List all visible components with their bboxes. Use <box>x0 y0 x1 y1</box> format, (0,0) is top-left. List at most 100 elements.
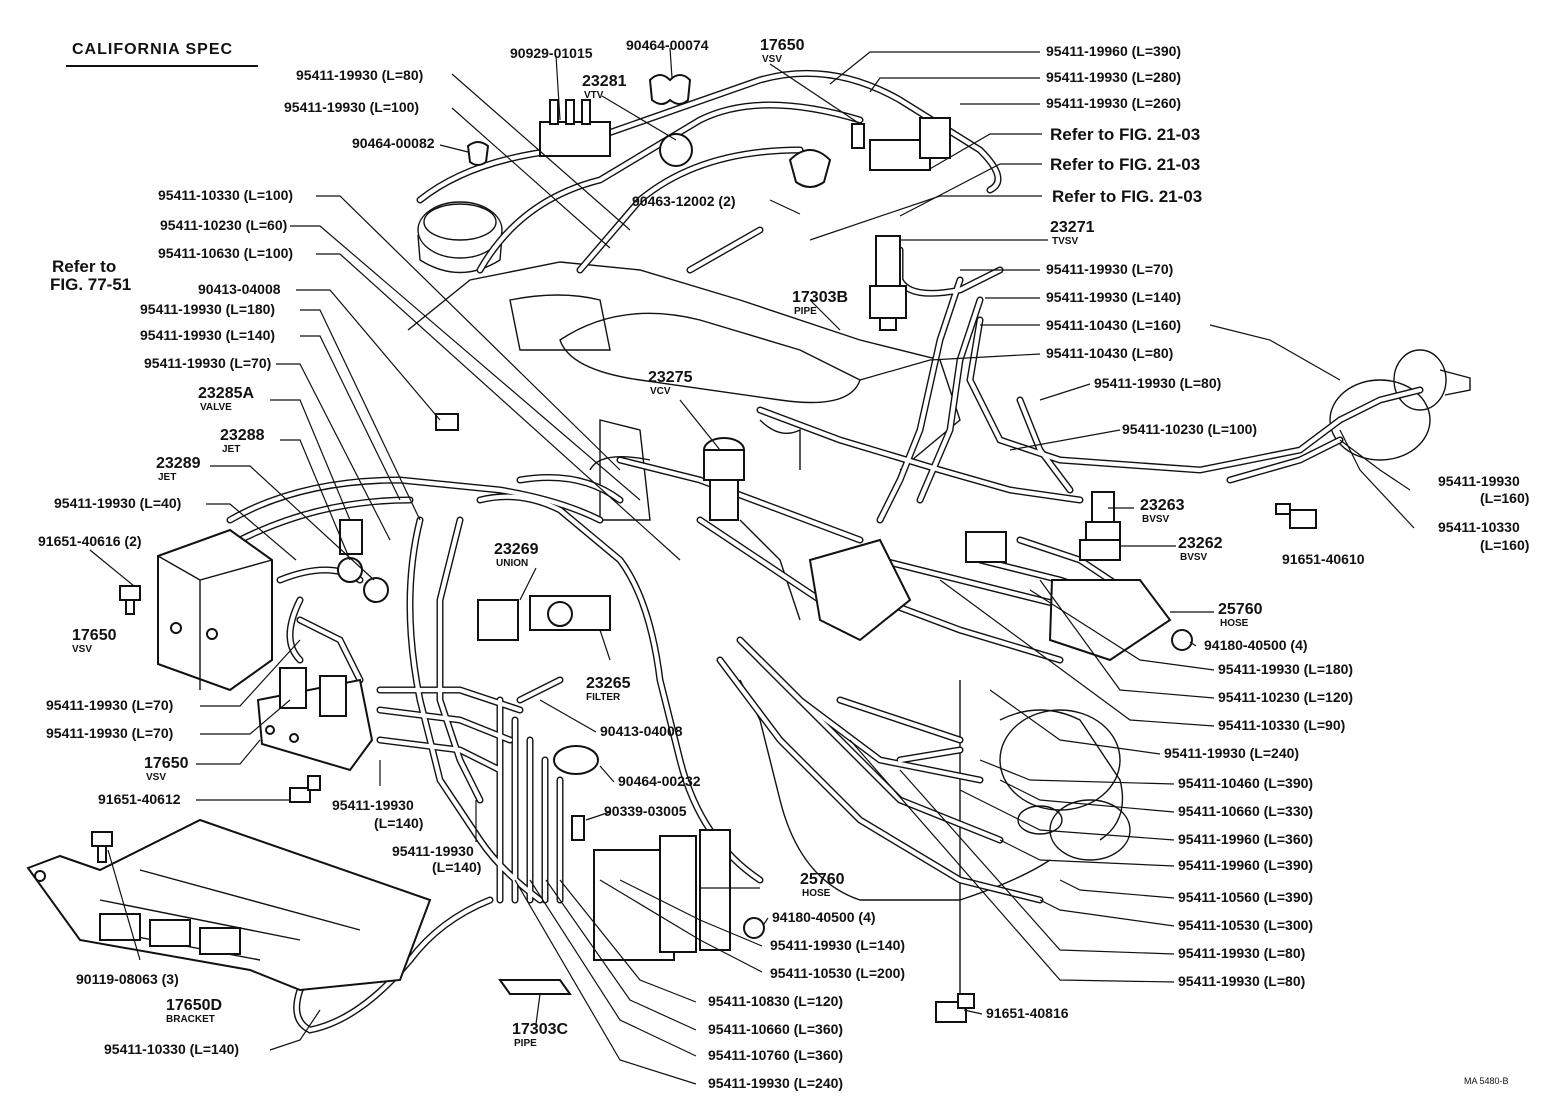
label-center-6: 95411-10830 (L=120) <box>708 993 843 1009</box>
comp-vcv-sub: VCV <box>650 386 671 397</box>
comp-hose-r-sub: HOSE <box>1220 618 1249 629</box>
label-left-2: 95411-10630 (L=100) <box>158 245 293 261</box>
label-right-1: 95411-19930 (L=280) <box>1046 69 1181 85</box>
engine-outline <box>407 201 1471 1000</box>
labels-left: 95411-10330 (L=100) 95411-10230 (L=60) 9… <box>38 187 293 1057</box>
bracket-part <box>26 818 432 992</box>
label-right-16: 95411-10660 (L=330) <box>1178 803 1313 819</box>
comp-pipe-c-sub: PIPE <box>514 1038 537 1049</box>
label-right-18: 95411-19960 (L=390) <box>1178 857 1313 873</box>
comp-bvsv2-sub: BVSV <box>1180 552 1208 563</box>
label-right-17: 95411-19960 (L=360) <box>1178 831 1313 847</box>
label-center-two-0a: 95411-19930 <box>332 797 414 813</box>
comp-bvsv1-sub: BVSV <box>1142 514 1170 525</box>
label-left-7: 95411-19930 (L=40) <box>54 495 181 511</box>
union-filter-part <box>477 595 611 641</box>
comp-vtv-num: 23281 <box>582 73 627 90</box>
component-labels: 17650 VSV 23281 VTV 23271 TVSV 17303B PI… <box>72 37 1263 1049</box>
comp-tvsv-sub: TVSV <box>1052 236 1078 247</box>
vcv-part <box>703 437 745 521</box>
label-left-9: 95411-19930 (L=70) <box>46 697 173 713</box>
labels-right: 95411-19960 (L=390) 95411-19930 (L=280) … <box>986 43 1365 1021</box>
label-right-2: 95411-19930 (L=260) <box>1046 95 1181 111</box>
label-top-5: 90463-12002 (2) <box>632 193 736 209</box>
bvsv1-part <box>1085 491 1121 545</box>
comp-vsv-left2-sub: VSV <box>146 772 166 783</box>
label-right-9: 91651-40610 <box>1282 551 1365 567</box>
label-left-1: 95411-10230 (L=60) <box>160 217 287 233</box>
label-left-8: 91651-40616 (2) <box>38 533 142 549</box>
label-far-right-0b: (L=160) <box>1480 490 1529 506</box>
comp-vsv-top-num: 17650 <box>760 37 805 54</box>
label-right-4: 95411-19930 (L=140) <box>1046 289 1181 305</box>
components <box>26 74 1317 1023</box>
label-top-1: 90464-00074 <box>626 37 709 53</box>
comp-vcv-num: 23275 <box>648 369 693 386</box>
grommet-part <box>571 815 585 841</box>
label-center-5: 95411-10530 (L=200) <box>770 965 905 981</box>
label-left-3: 90413-04008 <box>198 281 281 297</box>
comp-vsv-top-sub: VSV <box>762 54 782 65</box>
comp-valve-sub: VALVE <box>200 402 232 413</box>
comp-vsv-left-num: 17650 <box>72 627 117 644</box>
label-center-3: 94180-40500 (4) <box>772 909 876 925</box>
comp-bvsv1-num: 23263 <box>1140 497 1185 514</box>
clip-90413-part <box>435 413 459 431</box>
bolt-91651-40612 <box>289 775 321 803</box>
clamp-part <box>788 149 832 188</box>
label-right-23: 91651-40816 <box>986 1005 1069 1021</box>
label-center-two-1b: (L=140) <box>432 859 481 875</box>
ref-left-line1: Refer to <box>52 257 116 276</box>
label-right-20: 95411-10530 (L=300) <box>1178 917 1313 933</box>
label-center-0: 90413-04008 <box>600 723 683 739</box>
comp-jet1-sub: JET <box>222 444 240 455</box>
label-right-21: 95411-19930 (L=80) <box>1178 945 1305 961</box>
connector-part <box>539 99 611 157</box>
labels-top: 90929-01015 90464-00074 95411-19930 (L=8… <box>284 37 736 209</box>
label-top-3: 95411-19930 (L=100) <box>284 99 419 115</box>
label-right-15: 95411-10460 (L=390) <box>1178 775 1313 791</box>
ref-fig-2: Refer to FIG. 21-03 <box>1050 155 1200 174</box>
label-right-13: 95411-10330 (L=90) <box>1218 717 1345 733</box>
vsv-top-part <box>851 117 951 171</box>
clip-part <box>648 74 692 105</box>
bolt-91651-40816 <box>935 993 975 1023</box>
label-left-13: 95411-10330 (L=140) <box>104 1041 239 1057</box>
valve-part <box>339 519 363 555</box>
comp-pipe-c-num: 17303C <box>512 1021 568 1038</box>
comp-vsv-left2-num: 17650 <box>144 755 189 772</box>
junction-block-part <box>808 538 912 642</box>
hose-bottom-part <box>593 829 731 961</box>
comp-pipe-b-num: 17303B <box>792 289 848 306</box>
comp-filter-sub: FILTER <box>586 692 621 703</box>
comp-union-sub: UNION <box>496 558 528 569</box>
comp-bvsv2-num: 23262 <box>1178 535 1223 552</box>
bolt-91651-40616 <box>119 585 141 615</box>
labels-far-right: 95411-19930 (L=160) 95411-10330 (L=160) <box>1438 473 1529 553</box>
leader-lines <box>89 47 1415 1085</box>
label-top-0: 90929-01015 <box>510 45 593 61</box>
label-left-6: 95411-19930 (L=70) <box>144 355 271 371</box>
label-center-two-0b: (L=140) <box>374 815 423 831</box>
ref-fig-3: Refer to FIG. 21-03 <box>1052 187 1202 206</box>
label-center-two-1a: 95411-19930 <box>392 843 474 859</box>
comp-bracket-sub: BRACKET <box>166 1014 215 1025</box>
label-right-11: 95411-19930 (L=180) <box>1218 661 1353 677</box>
comp-hose-b-sub: HOSE <box>802 888 831 899</box>
ref-fig-1: Refer to FIG. 21-03 <box>1050 125 1200 144</box>
label-left-4: 95411-19930 (L=180) <box>140 301 275 317</box>
comp-hose-r-num: 25760 <box>1218 601 1263 618</box>
diagram-title: CALIFORNIA SPEC <box>72 41 233 58</box>
comp-vsv-left-sub: VSV <box>72 644 92 655</box>
nut-94180-right <box>1171 629 1193 651</box>
comp-filter-num: 23265 <box>586 675 631 692</box>
label-center-2: 90339-03005 <box>604 803 687 819</box>
nut-94180-bottom <box>743 917 765 939</box>
bolt-91651-40610 <box>1275 503 1317 529</box>
hose-right-part <box>1048 579 1172 662</box>
label-center-7: 95411-10660 (L=360) <box>708 1021 843 1037</box>
jet1-part <box>337 557 363 583</box>
comp-jet2-num: 23289 <box>156 455 201 472</box>
label-top-4: 90464-00082 <box>352 135 435 151</box>
vsv-lower-part <box>256 667 374 772</box>
